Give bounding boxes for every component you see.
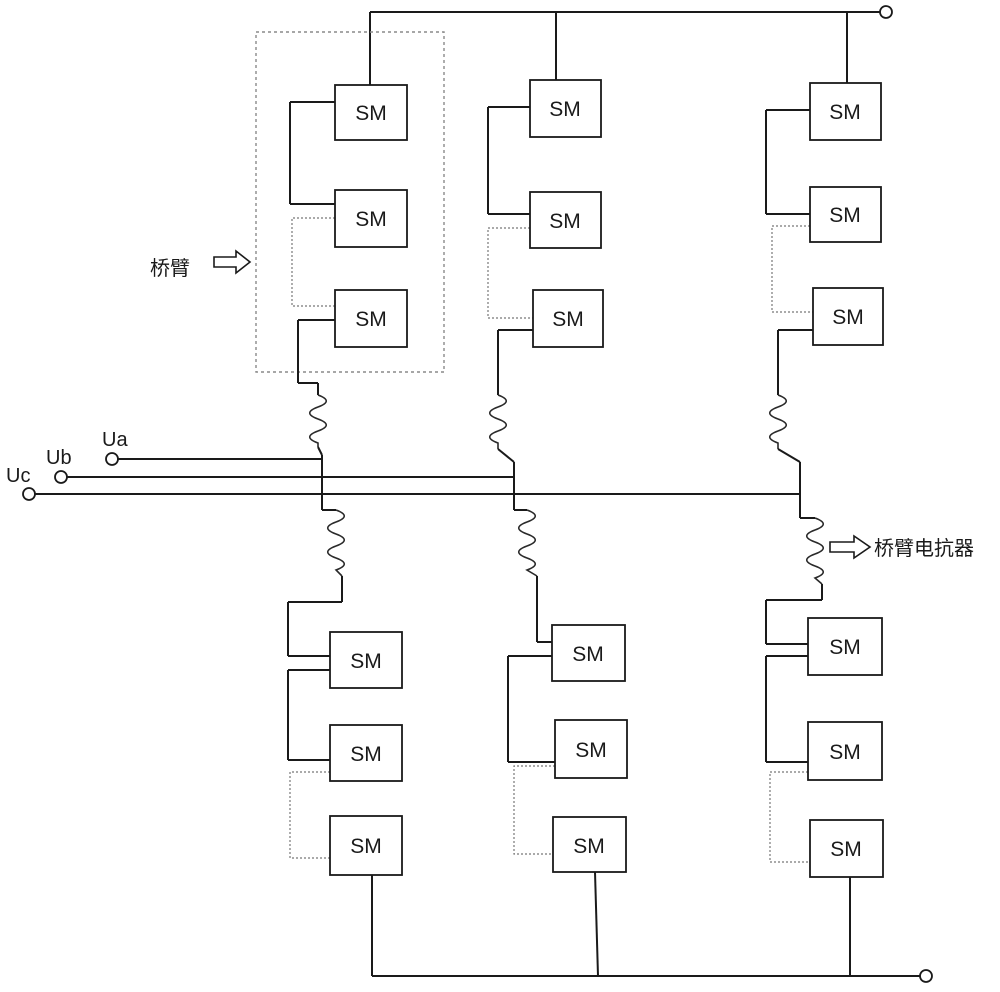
sm-module [809,819,884,878]
top-dc-bus [369,5,893,88]
upper-arm-phase-a: SM SM SM [289,84,408,510]
upper-arm-phase-c: SM SM SM [765,82,884,518]
sm-module [807,617,883,676]
sm-label: SM [830,838,862,861]
upper-arm-phase-b: SM SM SM [487,79,604,510]
sm-module [809,82,882,141]
bridge-arm-annotation: 桥臂 [150,249,252,280]
sm-module [334,84,408,141]
positive-dc-terminal [879,5,893,19]
sm-label: SM [829,101,861,124]
sm-module [529,79,602,138]
negative-dc-terminal [919,969,933,983]
phase-c-label: Uc [6,465,30,487]
bridge-arm-label: 桥臂 [150,256,190,280]
sm-module [329,815,403,876]
sm-label: SM [829,636,861,659]
sm-module [334,189,408,248]
phase-a-terminal [105,452,119,466]
arm-reactor-annotation: 桥臂电抗器 [829,534,974,560]
sm-module [329,631,403,689]
sm-module [809,186,882,243]
sm-module [529,191,602,249]
sm-module [329,724,403,782]
phase-b-terminal [54,470,68,484]
sm-module [532,289,604,348]
lower-arm-phase-a: SM SM SM [287,509,403,876]
sm-label: SM [829,741,861,764]
sm-module [551,624,626,682]
sm-label: SM [350,835,382,858]
sm-label: SM [832,306,864,329]
sm-label: SM [350,650,382,673]
lower-arm-phase-b: SM SM SM [507,509,628,873]
sm-label: SM [552,308,584,331]
sm-label: SM [549,210,581,233]
sm-label: SM [829,204,861,227]
bridge-arm-arrow-icon [213,249,252,275]
sm-module [552,816,627,873]
sm-label: SM [575,739,607,762]
sm-label: SM [350,743,382,766]
lower-arm-phase-c: SM SM SM [765,517,884,878]
sm-module [812,287,884,346]
arm-reactor-arrow-icon [829,534,872,560]
phase-b-label: Ub [46,447,72,469]
arm-reactor-label: 桥臂电抗器 [874,536,974,560]
phase-c-terminal [22,487,36,501]
ac-input-lines: Ua Ub Uc [6,429,800,501]
sm-label: SM [573,835,605,858]
bottom-dc-bus [371,871,933,983]
sm-module [554,719,628,779]
sm-module [334,289,408,348]
sm-label: SM [355,308,387,331]
sm-label: SM [572,643,604,666]
sm-label: SM [355,102,387,125]
sm-label: SM [355,208,387,231]
sm-module [807,721,883,781]
phase-a-label: Ua [102,429,128,451]
sm-label: SM [549,98,581,121]
